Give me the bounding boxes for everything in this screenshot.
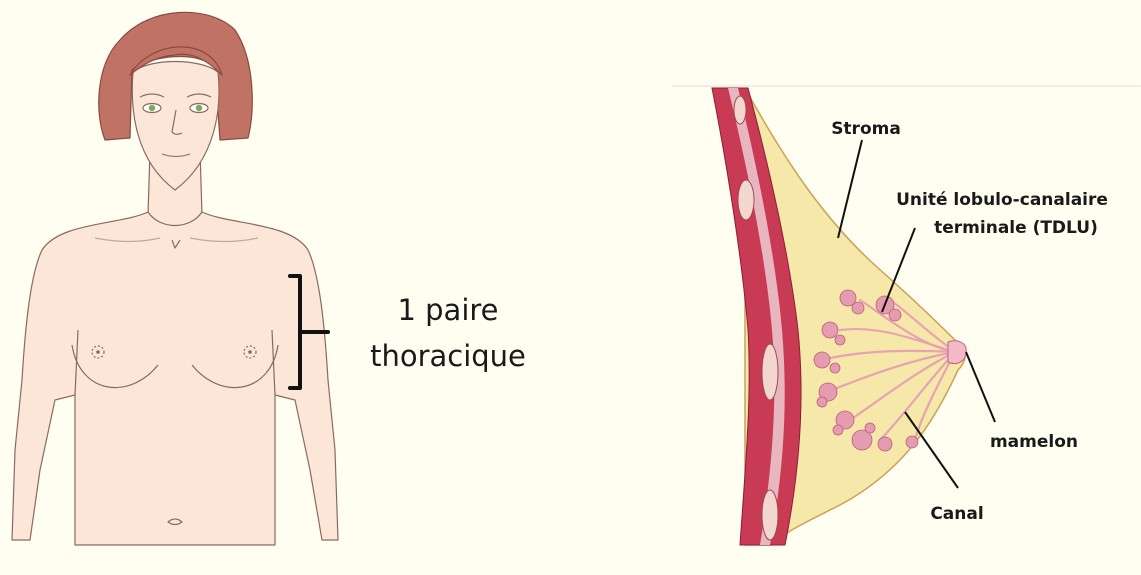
label-stroma: Stroma (831, 119, 901, 139)
rib (762, 344, 778, 400)
label-tdlu-line1: Unité lobulo-canalaire (896, 190, 1108, 210)
label-tdlu-line2: terminale (TDLU) (934, 218, 1098, 238)
bracket-label-line1: 1 paire (397, 293, 498, 327)
bracket-label-line2: thoracique (370, 339, 526, 373)
rib (762, 490, 778, 540)
label-duct: Canal (930, 504, 983, 524)
rib (738, 180, 754, 220)
nipple (948, 341, 966, 364)
label-nipple: mamelon (990, 432, 1078, 452)
rib (734, 96, 746, 124)
